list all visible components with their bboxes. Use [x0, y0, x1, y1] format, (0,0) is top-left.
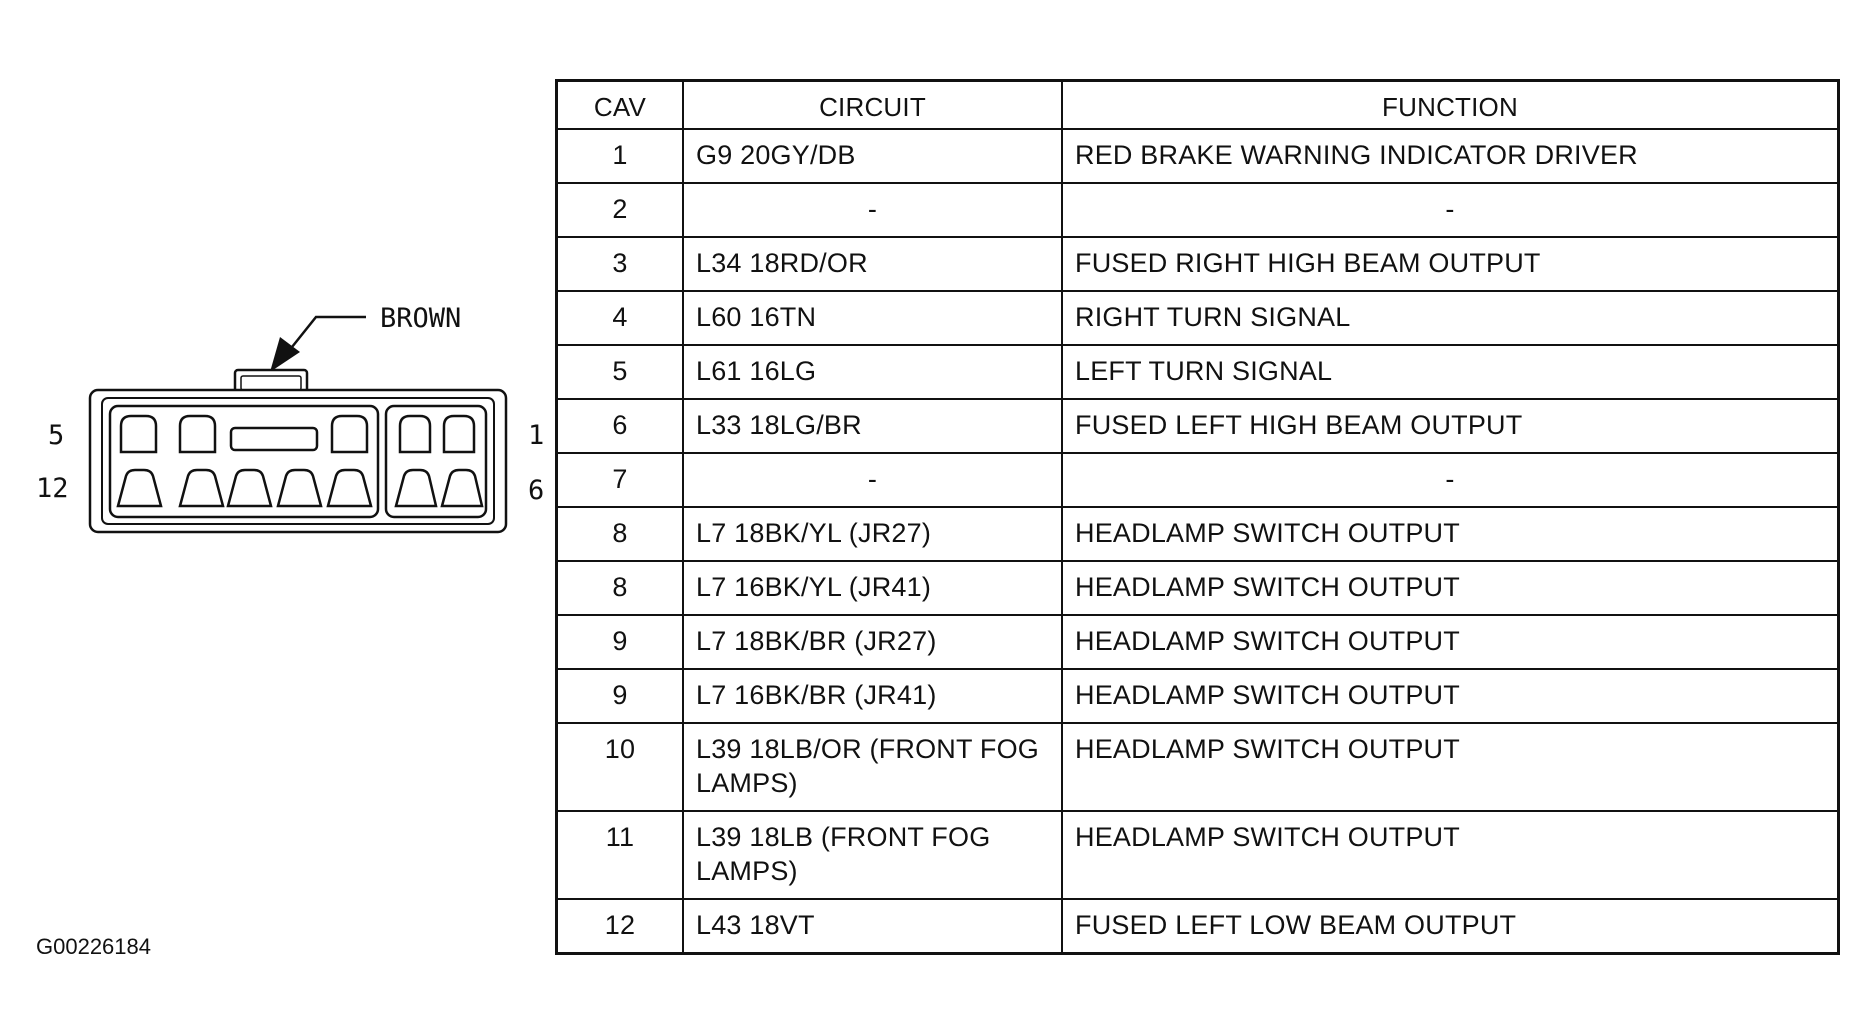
table-row: 10 L39 18LB/OR (FRONT FOG LAMPS) HEADLAM…: [555, 722, 1840, 812]
table-row: 8 L7 16BK/YL (JR41) HEADLAMP SWITCH OUTP…: [555, 560, 1840, 616]
cell-function: HEADLAMP SWITCH OUTPUT: [1061, 722, 1840, 812]
cavity-2: [398, 414, 432, 454]
cell-circuit: -: [682, 182, 1063, 238]
header-cav: CAV: [555, 79, 684, 130]
cell-cav: 2: [555, 182, 684, 238]
table-row: 4 L60 16TN RIGHT TURN SIGNAL: [555, 290, 1840, 346]
callout-leader-line: [291, 315, 366, 348]
cell-circuit: L43 18VT: [682, 898, 1063, 955]
cell-circuit: L34 18RD/OR: [682, 236, 1063, 292]
cell-cav: 5: [555, 344, 684, 400]
pin-label-6: 6: [528, 475, 544, 506]
cell-cav: 6: [555, 398, 684, 454]
cell-function: FUSED LEFT HIGH BEAM OUTPUT: [1061, 398, 1840, 454]
cell-circuit: L7 18BK/BR (JR27): [682, 614, 1063, 670]
table-row: 3 L34 18RD/OR FUSED RIGHT HIGH BEAM OUTP…: [555, 236, 1840, 292]
cell-circuit: -: [682, 452, 1063, 508]
connector-housing: [88, 388, 508, 534]
cell-cav: 11: [555, 810, 684, 900]
table-row: 11 L39 18LB (FRONT FOG LAMPS) HEADLAMP S…: [555, 810, 1840, 900]
cell-circuit: L60 16TN: [682, 290, 1063, 346]
cell-circuit: G9 20GY/DB: [682, 128, 1063, 184]
connector-housing-inner: [101, 397, 495, 525]
cell-circuit: L39 18LB (FRONT FOG LAMPS): [682, 810, 1063, 900]
cavity-block-right: [384, 404, 488, 519]
cell-cav: 1: [555, 128, 684, 184]
cell-circuit: L7 16BK/BR (JR41): [682, 668, 1063, 724]
pin-label-1: 1: [528, 420, 544, 451]
cavity-8: [326, 468, 373, 508]
table-row: 2 - -: [555, 182, 1840, 238]
callout-arrowhead: [270, 337, 300, 372]
cavity-3: [330, 414, 369, 454]
cell-function: HEADLAMP SWITCH OUTPUT: [1061, 506, 1840, 562]
connector-color-label: BROWN: [380, 303, 461, 334]
table-row: 5 L61 16LG LEFT TURN SIGNAL: [555, 344, 1840, 400]
cell-function: HEADLAMP SWITCH OUTPUT: [1061, 810, 1840, 900]
pin-label-5: 5: [48, 420, 64, 451]
cell-cav: 10: [555, 722, 684, 812]
table-row: 9 L7 16BK/BR (JR41) HEADLAMP SWITCH OUTP…: [555, 668, 1840, 724]
table-row: 12 L43 18VT FUSED LEFT LOW BEAM OUTPUT: [555, 898, 1840, 955]
cell-function: -: [1061, 452, 1840, 508]
cell-cav: 8: [555, 506, 684, 562]
table-row: 9 L7 18BK/BR (JR27) HEADLAMP SWITCH OUTP…: [555, 614, 1840, 670]
cell-function: FUSED RIGHT HIGH BEAM OUTPUT: [1061, 236, 1840, 292]
cell-function: HEADLAMP SWITCH OUTPUT: [1061, 668, 1840, 724]
cavity-6: [440, 468, 484, 508]
header-circuit: CIRCUIT: [682, 79, 1063, 130]
cavity-1: [442, 414, 476, 454]
cell-circuit: L7 16BK/YL (JR41): [682, 560, 1063, 616]
cavity-10: [226, 468, 273, 508]
cell-function: FUSED LEFT LOW BEAM OUTPUT: [1061, 898, 1840, 955]
cavity-9: [276, 468, 323, 508]
table-row: 7 - -: [555, 452, 1840, 508]
table-header-row: CAV CIRCUIT FUNCTION: [555, 79, 1840, 130]
connector-pinout-table: CAV CIRCUIT FUNCTION 1 G9 20GY/DB RED BR…: [555, 79, 1840, 955]
table-row: 8 L7 18BK/YL (JR27) HEADLAMP SWITCH OUTP…: [555, 506, 1840, 562]
cell-cav: 9: [555, 614, 684, 670]
cavity-12: [116, 468, 163, 508]
cell-circuit: L7 18BK/YL (JR27): [682, 506, 1063, 562]
cell-function: LEFT TURN SIGNAL: [1061, 344, 1840, 400]
cell-cav: 7: [555, 452, 684, 508]
cavity-block-left: [108, 404, 380, 519]
table-row: 1 G9 20GY/DB RED BRAKE WARNING INDICATOR…: [555, 128, 1840, 184]
cell-function: RED BRAKE WARNING INDICATOR DRIVER: [1061, 128, 1840, 184]
cell-circuit: L33 18LG/BR: [682, 398, 1063, 454]
cell-function: HEADLAMP SWITCH OUTPUT: [1061, 560, 1840, 616]
cell-cav: 9: [555, 668, 684, 724]
cell-cav: 3: [555, 236, 684, 292]
cavity-blank-slot: [229, 426, 319, 452]
cell-cav: 4: [555, 290, 684, 346]
cell-cav: 8: [555, 560, 684, 616]
cell-function: -: [1061, 182, 1840, 238]
cavity-5: [119, 414, 158, 454]
figure-id: G00226184: [36, 934, 151, 959]
cell-circuit: L39 18LB/OR (FRONT FOG LAMPS): [682, 722, 1063, 812]
table-row: 6 L33 18LG/BR FUSED LEFT HIGH BEAM OUTPU…: [555, 398, 1840, 454]
cell-function: HEADLAMP SWITCH OUTPUT: [1061, 614, 1840, 670]
cavity-7: [394, 468, 438, 508]
cell-function: RIGHT TURN SIGNAL: [1061, 290, 1840, 346]
header-function: FUNCTION: [1061, 79, 1840, 130]
cavity-4: [178, 414, 217, 454]
cell-cav: 12: [555, 898, 684, 955]
cell-circuit: L61 16LG: [682, 344, 1063, 400]
connector-diagram: BROWN 5 12 1 6: [36, 303, 544, 534]
pin-label-12: 12: [36, 473, 69, 504]
cavity-11: [178, 468, 225, 508]
